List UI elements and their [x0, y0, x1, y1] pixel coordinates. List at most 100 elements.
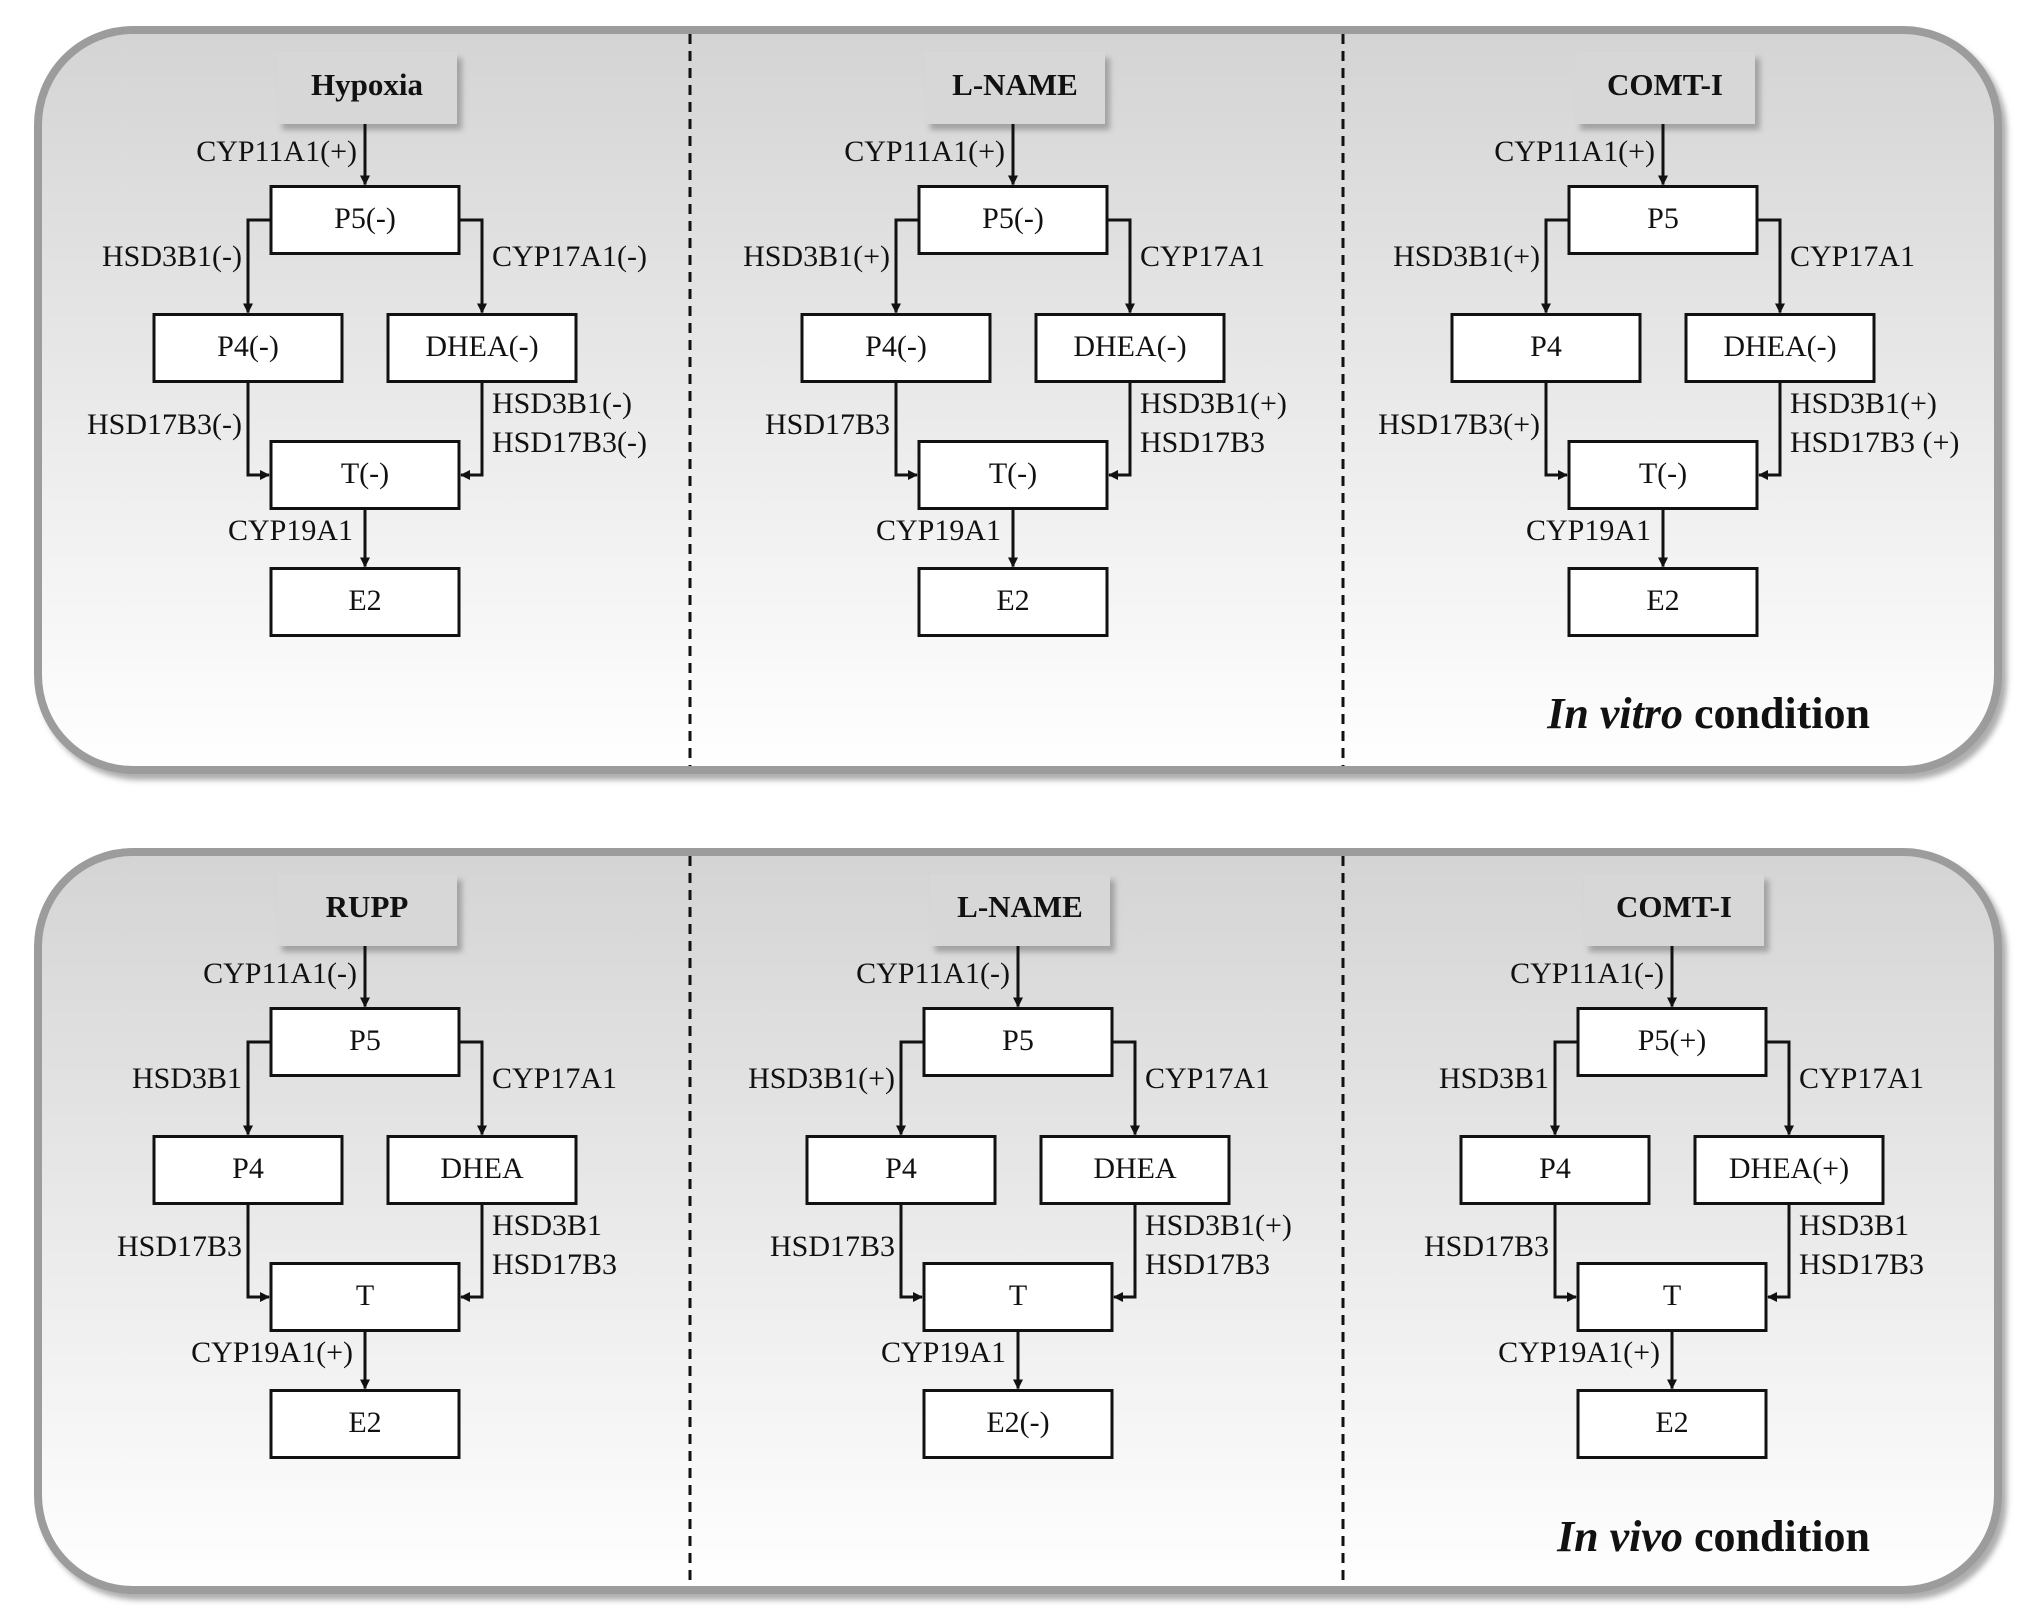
enzyme-label-hsd3b1-right: HSD3B1(+) — [1790, 387, 1937, 420]
node-label-t: T — [1663, 1279, 1681, 1312]
node-label-dhea: DHEA(+) — [1729, 1152, 1849, 1185]
arrow-dhea-to-t — [1113, 1203, 1137, 1302]
enzyme-label-cyp19a1: CYP19A1(+) — [191, 1336, 353, 1369]
enzyme-label-hsd17b3-right: HSD17B3 — [492, 1248, 617, 1281]
arrow-p5-to-dhea — [1766, 1040, 1794, 1136]
arrow-dhea-to-t — [1758, 381, 1782, 480]
node-box-e2 — [1567, 567, 1759, 637]
enzyme-label-cyp11a1: CYP11A1(-) — [203, 957, 357, 990]
arrow-p5-to-p4 — [891, 218, 919, 314]
arrow-p4-to-t — [1553, 1203, 1577, 1302]
enzyme-label-cyp19a1: CYP19A1 — [1526, 514, 1651, 547]
enzyme-label-cyp17a1: CYP17A1 — [1140, 240, 1265, 273]
node-label-dhea: DHEA — [1093, 1152, 1177, 1185]
node-box-dhea — [386, 1135, 578, 1205]
node-label-dhea: DHEA — [440, 1152, 524, 1185]
pathway-column: HypoxiaP5(-)P4(-)DHEA(-)T(-)E2CYP11A1(+)… — [87, 52, 647, 637]
arrow-p4-to-t — [894, 381, 918, 480]
condition-label: In vitro condition — [1546, 689, 1870, 738]
arrow-p5-to-dhea — [1757, 218, 1785, 314]
treatment-box — [1575, 52, 1755, 124]
enzyme-label-hsd3b1-right: HSD3B1(+) — [1140, 387, 1287, 420]
node-label-p5: P5(-) — [982, 202, 1044, 235]
enzyme-label-hsd17b3-right: HSD17B3 — [1799, 1248, 1924, 1281]
node-box-p4 — [1459, 1135, 1651, 1205]
node-label-p4: P4(-) — [865, 330, 927, 363]
node-box-p5 — [1576, 1007, 1768, 1077]
treatment-label: COMT-I — [1607, 67, 1723, 102]
arrow-dhea-to-t — [460, 381, 484, 480]
node-box-e2 — [922, 1389, 1114, 1459]
node-label-t: T(-) — [341, 457, 389, 490]
node-label-dhea: DHEA(-) — [1073, 330, 1186, 363]
node-label-e2: E2 — [996, 584, 1029, 617]
node-label-p5: P5 — [349, 1024, 381, 1057]
treatment-box — [277, 874, 457, 946]
enzyme-label-hsd17b3-right: HSD17B3 (+) — [1790, 426, 1959, 459]
node-box-p5 — [922, 1007, 1114, 1077]
enzyme-label-cyp17a1: CYP17A1 — [1799, 1062, 1924, 1095]
arrow-dhea-to-t — [460, 1203, 484, 1302]
enzyme-label-hsd17b3-right: HSD17B3 — [1145, 1248, 1270, 1281]
node-box-e2 — [917, 567, 1109, 637]
enzyme-label-hsd3b1-left: HSD3B1 — [1439, 1062, 1549, 1095]
enzyme-label-hsd17b3-left: HSD17B3 — [117, 1230, 242, 1263]
node-box-dhea — [1034, 313, 1226, 383]
arrow-p5-to-dhea — [1112, 1040, 1140, 1136]
enzyme-label-cyp17a1: CYP17A1 — [492, 1062, 617, 1095]
node-box-dhea — [386, 313, 578, 383]
node-box-t — [1576, 1262, 1768, 1332]
enzyme-label-cyp11a1: CYP11A1(-) — [1510, 957, 1664, 990]
node-label-p4: P4 — [1530, 330, 1562, 363]
node-label-dhea: DHEA(-) — [1723, 330, 1836, 363]
node-label-p5: P5 — [1002, 1024, 1034, 1057]
node-label-e2: E2 — [348, 584, 381, 617]
node-label-p4: P4 — [1539, 1152, 1571, 1185]
panel-background — [34, 848, 2002, 1594]
node-label-p5: P5(-) — [334, 202, 396, 235]
node-label-t: T(-) — [1639, 457, 1687, 490]
enzyme-label-hsd3b1-left: HSD3B1(-) — [102, 240, 242, 273]
enzyme-label-cyp19a1: CYP19A1(+) — [1498, 1336, 1660, 1369]
enzyme-label-cyp17a1: CYP17A1 — [1145, 1062, 1270, 1095]
arrow-p5-to-dhea — [1107, 218, 1135, 314]
enzyme-label-hsd3b1-right: HSD3B1(-) — [492, 387, 632, 420]
node-label-e2: E2 — [1655, 1406, 1688, 1439]
arrow-dhea-to-t — [1767, 1203, 1791, 1302]
enzyme-label-hsd3b1-right: HSD3B1 — [1799, 1209, 1909, 1242]
node-box-p4 — [800, 313, 992, 383]
enzyme-label-cyp11a1: CYP11A1(+) — [844, 135, 1005, 168]
enzyme-label-cyp11a1: CYP11A1(+) — [1494, 135, 1655, 168]
enzyme-label-hsd3b1-left: HSD3B1(+) — [748, 1062, 895, 1095]
treatment-box — [925, 52, 1105, 124]
node-box-p4 — [1450, 313, 1642, 383]
node-label-t: T(-) — [989, 457, 1037, 490]
enzyme-label-hsd17b3-left: HSD17B3(+) — [1378, 408, 1540, 441]
enzyme-label-hsd3b1-left: HSD3B1 — [132, 1062, 242, 1095]
arrow-p5-to-p4 — [1550, 1040, 1578, 1136]
arrow-p5-to-p4 — [1541, 218, 1569, 314]
enzyme-label-cyp19a1: CYP19A1 — [228, 514, 353, 547]
panel-background — [34, 26, 2002, 774]
arrow-p4-to-t — [1544, 381, 1568, 480]
enzyme-label-hsd3b1-left: HSD3B1(+) — [743, 240, 890, 273]
node-label-t: T — [356, 1279, 374, 1312]
treatment-label: RUPP — [326, 889, 409, 924]
node-box-p4 — [152, 1135, 344, 1205]
node-label-e2: E2 — [1646, 584, 1679, 617]
enzyme-label-cyp11a1: CYP11A1(+) — [196, 135, 357, 168]
condition-rest: condition — [1683, 689, 1870, 738]
treatment-box — [1584, 874, 1764, 946]
node-label-p4: P4(-) — [217, 330, 279, 363]
enzyme-label-hsd17b3-left: HSD17B3 — [1424, 1230, 1549, 1263]
node-box-e2 — [269, 567, 461, 637]
panel-in-vitro: HypoxiaP5(-)P4(-)DHEA(-)T(-)E2CYP11A1(+)… — [34, 26, 2002, 774]
enzyme-label-hsd17b3-right: HSD17B3 — [1140, 426, 1265, 459]
enzyme-label-hsd17b3-left: HSD17B3(-) — [87, 408, 242, 441]
arrow-p5-to-dhea — [459, 1040, 487, 1136]
